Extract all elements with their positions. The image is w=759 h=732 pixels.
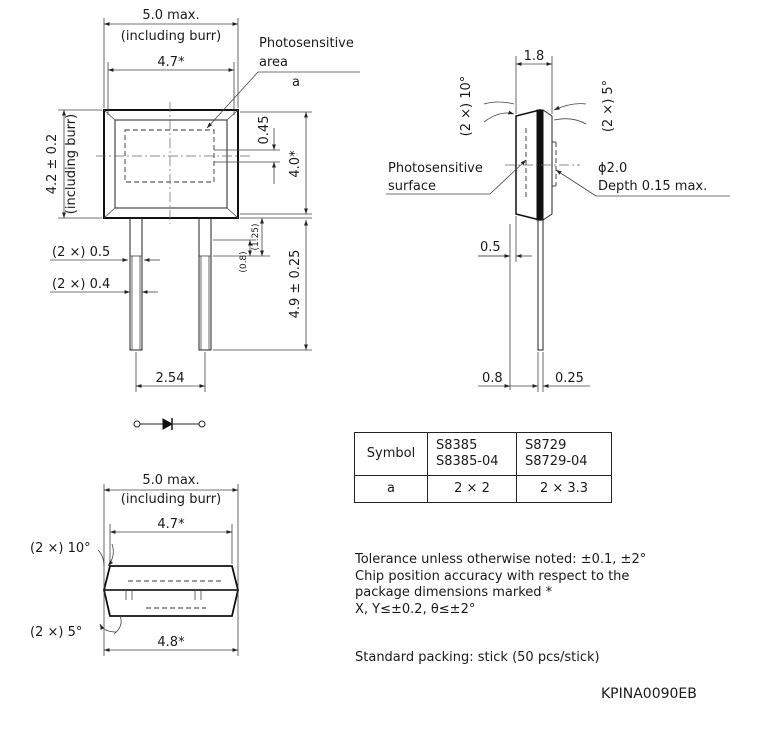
front-pitch: 2.54 (156, 371, 185, 386)
front-photosensitive-label: Photosensitive (259, 36, 354, 51)
front-dim-40: 4.0* (288, 150, 303, 178)
bottom-angle-10: (2 ×) 10° (30, 541, 91, 556)
table-col2-line1: S8729 (525, 438, 567, 453)
front-width-47: 4.7* (157, 55, 185, 70)
note-line-3: package dimensions marked * (355, 585, 553, 600)
side-lead (537, 219, 544, 351)
front-package-body (103, 109, 239, 219)
diode-symbol (133, 418, 206, 430)
table-row: a 2 × 2 2 × 3.3 (354, 475, 612, 503)
bottom-width-47: 4.7* (157, 517, 185, 532)
side-view: 1.8 (2 ×) 10° (2 ×) 5° Photosensitive su… (386, 49, 730, 392)
side-dim-08: 0.8 (482, 371, 503, 386)
side-thickness: 1.8 (524, 49, 545, 64)
side-angle-10: (2 ×) 10° (459, 76, 474, 137)
table-col1-line1: S8385 (436, 438, 478, 453)
packing-note: Standard packing: stick (50 pcs/stick) (355, 650, 600, 665)
bottom-width-max: 5.0 max. (142, 473, 199, 488)
front-dim-08: (0.8) (239, 251, 249, 272)
bottom-package-body (103, 565, 239, 617)
table-header-symbol: Symbol (354, 432, 428, 476)
side-photosensitive-1: Photosensitive (388, 161, 483, 176)
table-row-col2: 2 × 3.3 (516, 475, 612, 503)
front-dim-125: (1.25) (251, 223, 261, 250)
table-row: Symbol S8385 S8385-04 S8729 S8729-04 (354, 432, 612, 476)
front-including-burr: (including burr) (121, 29, 221, 44)
table-header-col2: S8729 S8729-04 (516, 432, 612, 476)
bottom-including-burr: (including burr) (121, 492, 221, 507)
table-row-symbol: a (354, 475, 428, 503)
bottom-angle-5: (2 ×) 5° (30, 625, 82, 640)
front-lead-04: (2 ×) 0.4 (52, 277, 110, 292)
table-col1-line2: S8385-04 (436, 454, 499, 469)
symbol-table: Symbol S8385 S8385-04 S8729 S8729-04 a 2… (354, 432, 612, 503)
front-view: 5.0 max. (including burr) 4.7* Photosens… (45, 8, 360, 392)
note-line-4: X, Y≤±0.2, θ≤±2° (355, 601, 476, 617)
table-header-col1: S8385 S8385-04 (427, 432, 517, 476)
side-depth: Depth 0.15 max. (598, 179, 707, 194)
side-dim-025: 0.25 (555, 371, 584, 386)
side-phi: ϕ2.0 (598, 161, 627, 176)
side-dim-05: 0.5 (480, 240, 501, 255)
bottom-width-48: 4.8* (157, 635, 185, 650)
table-col2-line2: S8729-04 (525, 454, 588, 469)
tolerance-notes: Tolerance unless otherwise noted: ±0.1, … (355, 552, 755, 618)
front-height-burr: (including burr) (64, 114, 79, 214)
front-area-label: area (259, 55, 288, 70)
front-lead-05: (2 ×) 0.5 (52, 245, 110, 260)
note-line-2: Chip position accuracy with respect to t… (355, 568, 630, 584)
bottom-view: 5.0 max. (including burr) 4.7* (2 ×) 10°… (30, 473, 239, 656)
front-lead-right (198, 217, 212, 351)
side-angle-5: (2 ×) 5° (601, 80, 616, 132)
front-area-symbol: a (292, 75, 300, 90)
front-package-inner (114, 119, 228, 209)
front-height: 4.2 ± 0.2 (45, 134, 60, 195)
table-row-col1: 2 × 2 (427, 475, 517, 503)
front-width-max: 5.0 max. (142, 8, 199, 23)
drawing-code: KPINA0090EB (601, 686, 697, 702)
front-lead-length: 4.9 ± 0.25 (288, 250, 303, 319)
side-photosensitive-2: surface (388, 179, 436, 194)
front-lead-left (129, 217, 143, 351)
note-line-1: Tolerance unless otherwise noted: ±0.1, … (355, 552, 647, 567)
front-dim-045: 0.45 (257, 116, 272, 145)
